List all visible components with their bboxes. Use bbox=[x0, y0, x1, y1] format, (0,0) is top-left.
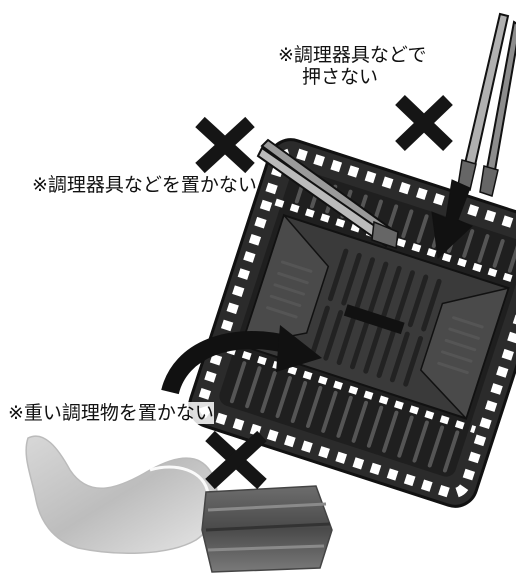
no-place-utensils-warning: ※調理器具などを置かない bbox=[32, 174, 257, 196]
cross-mark-icon bbox=[195, 116, 255, 174]
meat-block-icon bbox=[201, 485, 333, 573]
cross-mark-icon bbox=[205, 430, 267, 490]
down-arrow-icon bbox=[431, 179, 473, 260]
tongs-icon bbox=[256, 138, 399, 250]
no-press-warning-line2: 押さない bbox=[302, 66, 379, 88]
curved-arrow-icon bbox=[161, 325, 322, 395]
pressing-tongs-icon bbox=[457, 12, 516, 197]
cross-mark-icon bbox=[395, 94, 453, 152]
no-heavy-food-warning: ※重い調理物を置かない bbox=[8, 402, 214, 424]
no-press-warning-line1: ※調理器具などで bbox=[278, 44, 427, 66]
chicken-icon bbox=[25, 435, 218, 555]
